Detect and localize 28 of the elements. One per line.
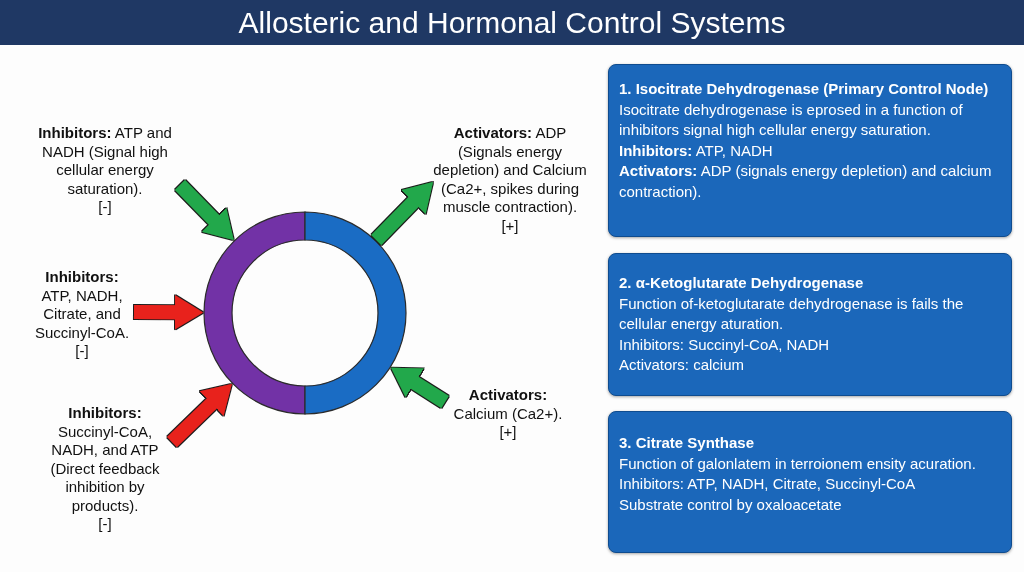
effect-sign: [+] xyxy=(499,423,517,442)
annotation-text: Inhibitors: ATP, NADH, Citrate, and Succinyl-CoA. xyxy=(33,268,131,342)
card-heading: 1. Isocitrate Dehydrogenase (Primary Control Node) xyxy=(619,79,990,99)
cycle-ring xyxy=(203,211,407,415)
card-text: Function of-ketoglutarate dehydrogenase is fails the cellular energy aturation. xyxy=(619,293,965,334)
card-text: Substrate control by oxaloacetate xyxy=(619,494,843,515)
annotation-text: Inhibitors: ATP and NADH (Signal high cellular energy saturation). xyxy=(37,124,173,198)
arrow xyxy=(133,295,204,330)
card-text: Activators: calcium xyxy=(619,355,746,375)
card-text: Function of galonlatem in terroionem ensity acuration. xyxy=(619,453,977,474)
info-card xyxy=(608,64,1012,237)
effect-sign: [-] xyxy=(98,198,112,217)
annotation-text: Activators: Calcium (Ca2+). xyxy=(452,386,564,423)
card-text: Inhibitors: ATP, NADH xyxy=(619,140,774,161)
card-text: Inhibitors: Succinyl-CoA, NADH xyxy=(619,334,831,355)
card-heading: 3. Citrate Synthase xyxy=(619,433,756,453)
card-text: Inhibitors: ATP, NADH, Citrate, Succinyl-CoA xyxy=(619,474,917,494)
card-heading: 2. α-Ketoglutarate Dehydrogenase xyxy=(619,273,865,293)
card-text: Isocitrate dehydrogenase is eprosed in a function of inhibitors signal high cellular energy saturation. xyxy=(619,99,964,140)
annotation-text: Inhibitors: Succinyl-CoA, NADH, and ATP (Direct feedback inhibition by products). xyxy=(49,404,161,515)
effect-sign: [+] xyxy=(501,216,519,235)
title-banner: Allosteric and Hormonal Control Systems xyxy=(0,0,1024,45)
effect-sign: [-] xyxy=(98,515,112,534)
info-card xyxy=(608,253,1012,396)
info-card xyxy=(608,411,1012,553)
annotation-text: Activators: ADP (Signals energy depletion) and Calcium (Ca2+, spikes during muscle contraction). xyxy=(433,124,587,217)
effect-sign: [-] xyxy=(75,342,89,361)
card-text: Activators: ADP (signals energy depletion) and calcium contraction). xyxy=(619,161,993,202)
